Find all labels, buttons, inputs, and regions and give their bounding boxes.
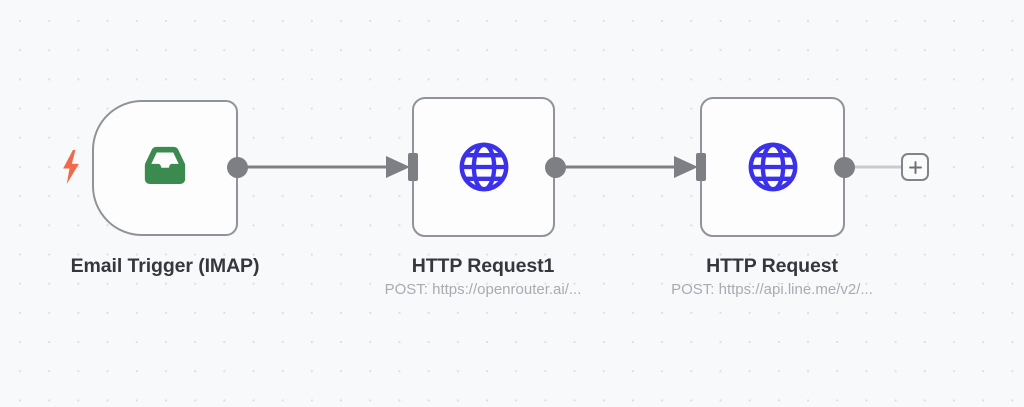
input-port-http-request[interactable] xyxy=(696,153,706,181)
add-node-button[interactable] xyxy=(901,153,929,181)
node-subtitle: POST: https://api.line.me/v2/... xyxy=(671,281,873,298)
node-subtitle: POST: https://openrouter.ai/... xyxy=(384,281,582,298)
output-port-email-trigger-imap[interactable] xyxy=(227,157,248,178)
node-label-http-request-1: HTTP Request1 POST: https://openrouter.a… xyxy=(385,254,582,301)
output-port-http-request-1[interactable] xyxy=(545,157,566,178)
connection-trigger-to-http-request-1 xyxy=(238,156,410,178)
output-port-http-request[interactable] xyxy=(834,157,855,178)
node-title: Email Trigger (IMAP) xyxy=(70,255,260,277)
globe-icon xyxy=(453,136,515,198)
inbox-icon xyxy=(134,137,196,199)
node-title: HTTP Request xyxy=(706,255,838,277)
globe-icon xyxy=(742,136,804,198)
input-port-http-request-1[interactable] xyxy=(408,153,418,181)
node-http-request-1[interactable] xyxy=(412,97,555,237)
lightning-bolt-icon xyxy=(58,150,84,184)
node-label-http-request: HTTP Request POST: https://api.line.me/v… xyxy=(671,254,873,301)
node-title: HTTP Request1 xyxy=(411,255,555,277)
node-http-request[interactable] xyxy=(700,97,845,237)
connection-http-request-1-to-http-request xyxy=(556,156,698,178)
node-email-trigger-imap[interactable] xyxy=(92,100,238,236)
plus-icon xyxy=(908,160,923,175)
node-label-email-trigger-imap: Email Trigger (IMAP) xyxy=(71,254,260,279)
